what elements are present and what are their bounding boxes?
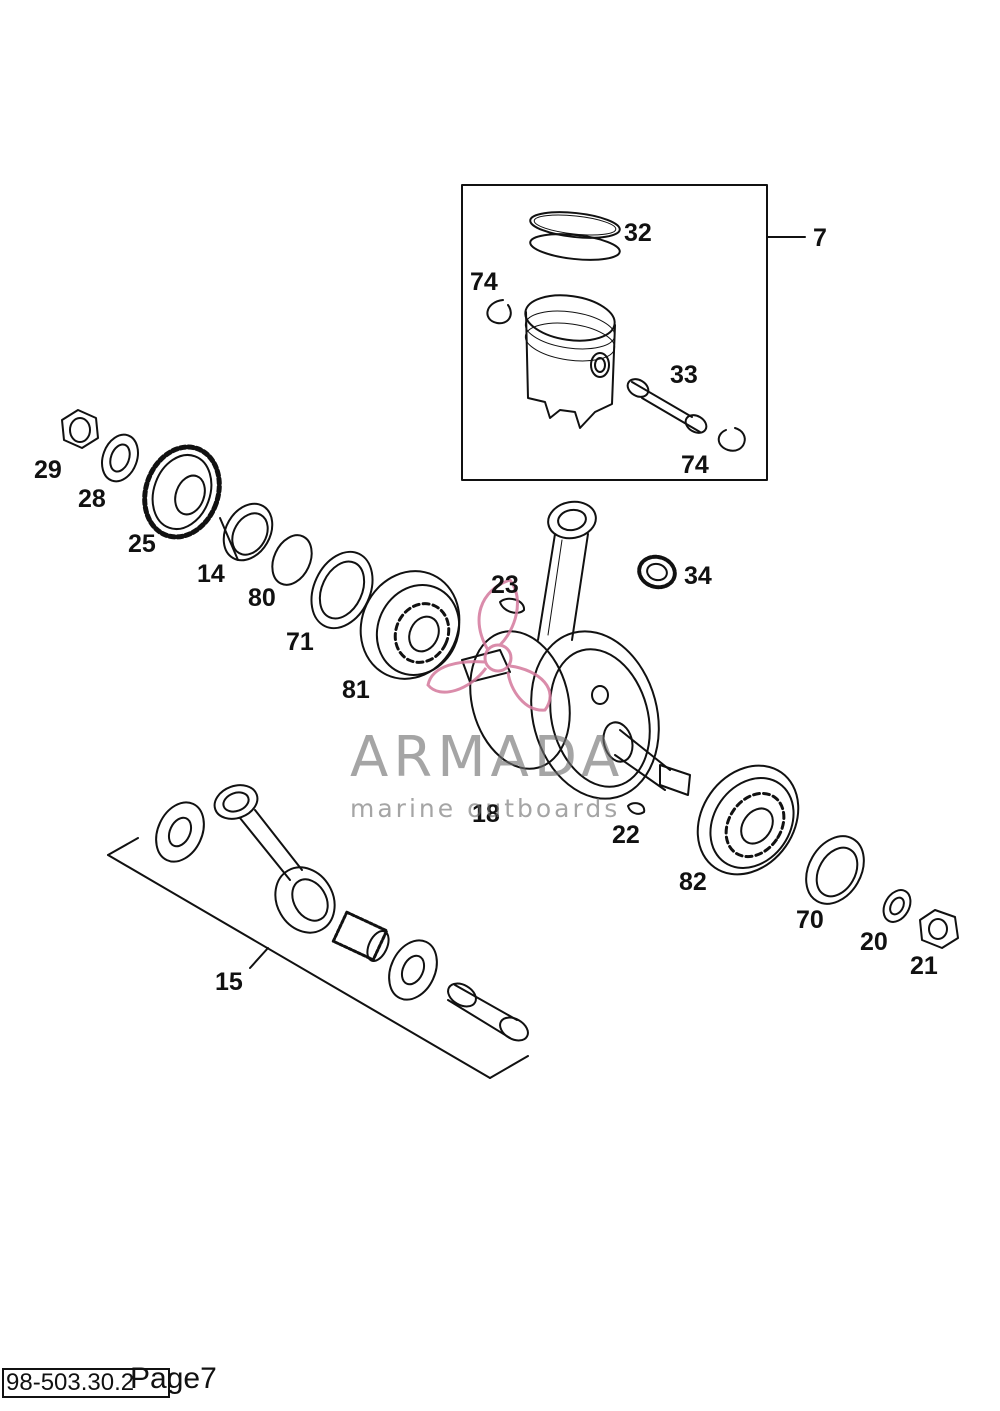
key-23 (499, 597, 525, 614)
callout-71: 71 (286, 628, 314, 656)
circlip-upper (486, 299, 512, 325)
nut-29 (61, 409, 99, 449)
crank-pin (447, 982, 529, 1042)
callout-32: 32 (624, 219, 652, 247)
needle-cage (331, 910, 390, 962)
gear-25 (142, 444, 222, 540)
nut-21 (919, 909, 959, 949)
piston (524, 294, 616, 429)
connecting-rod (213, 784, 336, 934)
bushing-14 (219, 502, 274, 562)
thrust-washer-upper (155, 801, 205, 863)
callout-74-lower: 74 (681, 451, 709, 479)
callout-20: 20 (860, 928, 888, 956)
callout-25: 25 (128, 530, 156, 558)
o-ring-80 (271, 534, 313, 586)
conrod-kit-bracket (107, 837, 529, 1079)
washer-20 (882, 889, 912, 923)
callout-29: 29 (34, 456, 62, 484)
piston-kit-box (461, 184, 806, 481)
piston-pin (626, 378, 708, 434)
watermark-title: ARMADA (350, 725, 625, 790)
thrust-washer-lower (388, 939, 438, 1001)
bearing-81 (359, 570, 461, 680)
callout-70: 70 (796, 906, 824, 934)
propeller-logo (426, 578, 552, 712)
piston-rings (529, 211, 621, 261)
callout-82: 82 (679, 868, 707, 896)
callout-28: 28 (78, 485, 106, 513)
callout-15: 15 (215, 968, 243, 996)
watermark-subtitle: marine outboards (350, 794, 621, 823)
callout-14: 14 (197, 560, 225, 588)
diagram-code-box: 98-503.30.2 (2, 1368, 170, 1398)
washer-28 (101, 433, 139, 483)
callout-74-upper: 74 (470, 268, 498, 296)
callout-81: 81 (342, 676, 370, 704)
callout-18: 18 (472, 800, 500, 828)
callout-34: 34 (684, 562, 712, 590)
page-number: Page7 (130, 1362, 217, 1395)
bearing-82 (696, 764, 800, 876)
key-22 (627, 802, 646, 815)
callout-23: 23 (491, 571, 519, 599)
callout-33: 33 (670, 361, 698, 389)
circlip-lower (717, 427, 746, 452)
seal-70 (805, 835, 865, 905)
crankshaft-assembly (461, 500, 691, 800)
needle-bearing-34 (637, 554, 677, 590)
callout-22: 22 (612, 821, 640, 849)
callout-21: 21 (910, 952, 938, 980)
callout-80: 80 (248, 584, 276, 612)
callout-7: 7 (813, 224, 827, 252)
